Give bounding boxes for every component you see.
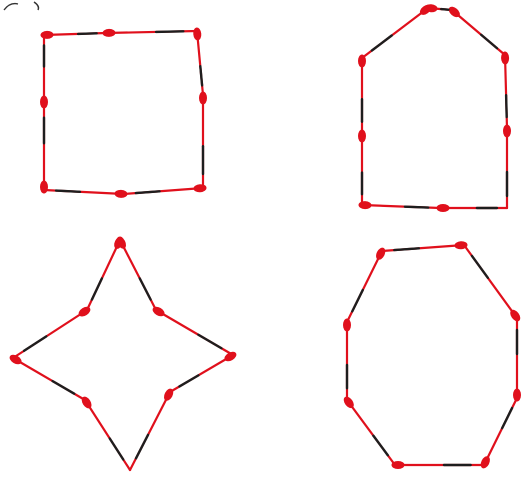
match-head (102, 29, 115, 37)
matchstick (40, 105, 48, 194)
matchstick (479, 398, 517, 470)
matchstick (8, 353, 85, 400)
matchstick (130, 387, 175, 470)
matchstick (447, 5, 505, 55)
matchstick (392, 461, 485, 469)
match-head (358, 55, 366, 68)
figure-four-pointed-star (8, 235, 238, 470)
match-head (193, 184, 207, 193)
matchstick (358, 201, 440, 209)
matchstick (343, 319, 351, 401)
matchstick (40, 31, 106, 39)
corner-mark (4, 2, 39, 10)
match-head (479, 455, 492, 470)
matchstick (358, 55, 366, 134)
matchstick (501, 51, 509, 128)
matchstick (151, 305, 233, 355)
matchstick (193, 27, 203, 95)
match-head (193, 27, 202, 41)
matchstick (44, 190, 128, 199)
match-head (40, 96, 48, 109)
matchstick (347, 246, 387, 322)
matchstick (13, 305, 92, 358)
matchstick (464, 245, 522, 323)
matchstick (358, 130, 366, 206)
matchstick (102, 29, 197, 37)
matchstick (437, 204, 508, 212)
match-head (8, 353, 23, 366)
matchstick (424, 4, 452, 13)
match-head (114, 190, 127, 199)
match-head (199, 92, 207, 105)
match-head (223, 350, 238, 363)
matchstick (170, 350, 238, 392)
match-head (503, 125, 511, 138)
matchstick (342, 395, 395, 465)
match-head (374, 246, 387, 261)
match-head (392, 461, 405, 469)
matchstick (80, 395, 130, 470)
match-head (40, 181, 48, 194)
figures-layer (8, 3, 522, 470)
matchstick (124, 184, 207, 194)
figure-square (40, 27, 207, 198)
matchstick (503, 125, 511, 209)
match-head (437, 204, 450, 212)
match-head (513, 389, 521, 402)
matchstick (382, 241, 468, 251)
matchstick (199, 92, 207, 189)
matchstick (513, 318, 521, 402)
match-head (40, 31, 53, 39)
matchstick (40, 35, 48, 109)
figure-octagon (342, 241, 523, 470)
match-head (358, 201, 371, 209)
figure-house (358, 3, 511, 212)
match-head (343, 319, 351, 332)
matchstick (362, 3, 433, 58)
matchstick (115, 235, 156, 310)
match-head (77, 305, 92, 319)
match-head (358, 130, 366, 143)
